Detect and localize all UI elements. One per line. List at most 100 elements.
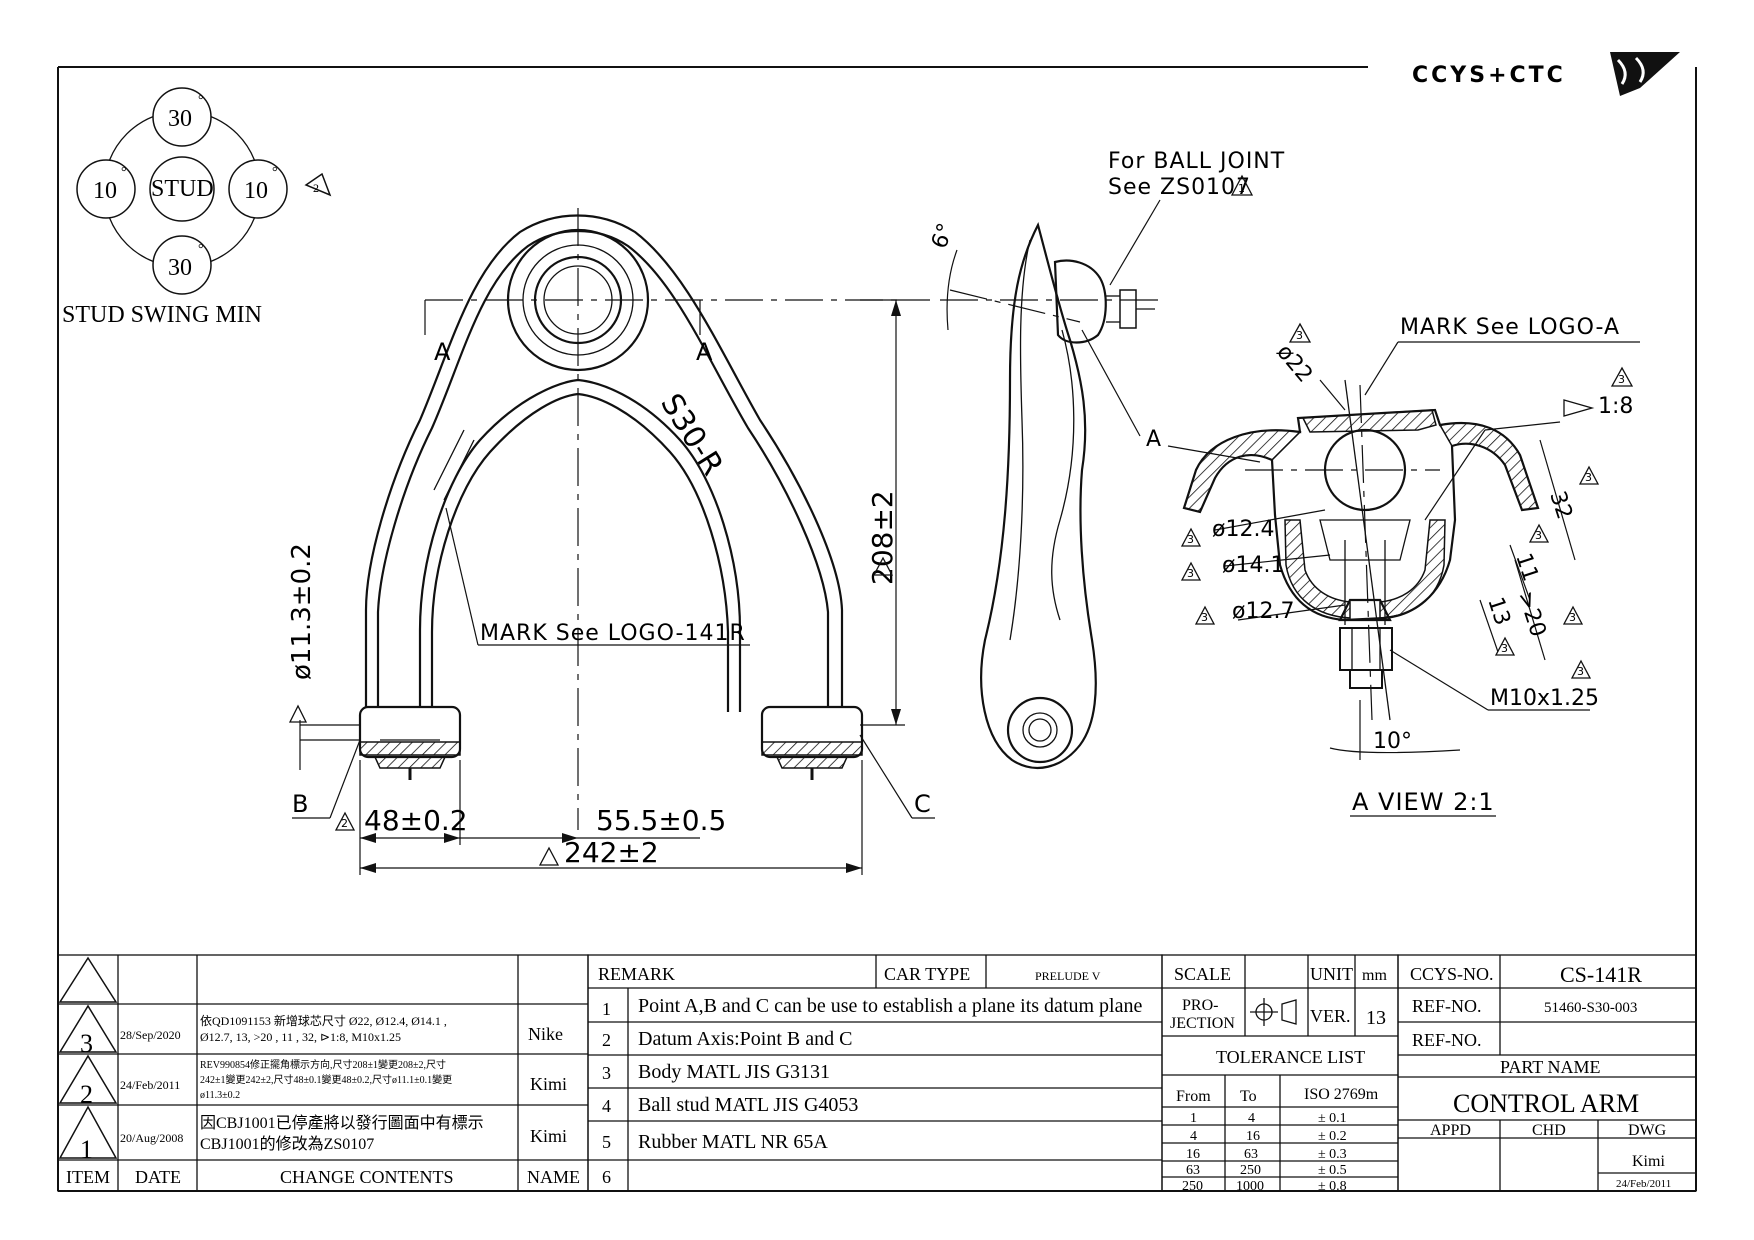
svg-text:因CBJ1001已停產將以發行圖面中有標示: 因CBJ1001已停產將以發行圖面中有標示 xyxy=(200,1114,484,1132)
svg-text:3: 3 xyxy=(1501,642,1508,655)
svg-text:20/Aug/2008: 20/Aug/2008 xyxy=(120,1131,183,1145)
svg-text:S30-R: S30-R xyxy=(653,388,730,482)
svg-text:ø12.7: ø12.7 xyxy=(1232,599,1294,624)
svg-text:SCALE: SCALE xyxy=(1174,964,1231,984)
svg-text:°: ° xyxy=(121,165,127,180)
svg-text:Kimi: Kimi xyxy=(530,1126,567,1146)
svg-text:mm: mm xyxy=(1362,967,1387,984)
svg-text:MARK See LOGO-141R: MARK See LOGO-141R xyxy=(480,621,746,646)
svg-text:PRELUDE V: PRELUDE V xyxy=(1035,969,1101,983)
svg-text:6: 6 xyxy=(602,1167,611,1187)
svg-text:PRO-: PRO- xyxy=(1182,997,1218,1014)
svg-text:48±0.2: 48±0.2 xyxy=(364,804,468,837)
svg-text:4: 4 xyxy=(602,1096,611,1116)
svg-text:13: 13 xyxy=(1482,594,1514,628)
svg-text:ø22: ø22 xyxy=(1271,340,1317,388)
svg-text:3: 3 xyxy=(1187,567,1194,580)
svg-text:3: 3 xyxy=(1535,529,1542,542)
svg-text:10: 10 xyxy=(244,178,268,204)
svg-text:1:8: 1:8 xyxy=(1598,394,1633,419)
svg-text:208±2: 208±2 xyxy=(866,490,899,585)
svg-text:CBJ1001的修改為ZS0107: CBJ1001的修改為ZS0107 xyxy=(200,1135,374,1153)
svg-text:± 0.1: ± 0.1 xyxy=(1318,1111,1347,1126)
svg-text:63: 63 xyxy=(1186,1163,1200,1178)
a-view: 10° A VIEW 2:1 MARK See LOGO-A ø22 3 1:8… xyxy=(1180,315,1640,817)
svg-text:± 0.3: ± 0.3 xyxy=(1318,1147,1347,1162)
svg-text:3: 3 xyxy=(1296,329,1303,342)
svg-text:CCYS-NO.: CCYS-NO. xyxy=(1410,964,1494,984)
svg-text:3: 3 xyxy=(1187,533,1194,546)
svg-text:B: B xyxy=(292,790,308,818)
svg-text:30: 30 xyxy=(168,106,192,132)
svg-text:Body MATL JIS G3131: Body MATL JIS G3131 xyxy=(638,1061,830,1083)
svg-text:DATE: DATE xyxy=(135,1167,181,1187)
svg-text:28/Sep/2020: 28/Sep/2020 xyxy=(120,1028,181,1042)
svg-text:VER.: VER. xyxy=(1310,1006,1351,1026)
svg-text:Kimi: Kimi xyxy=(1632,1153,1665,1170)
svg-text:STUD SWING MIN: STUD SWING MIN xyxy=(62,302,262,328)
svg-text:CCYS+CTC: CCYS+CTC xyxy=(1412,63,1566,88)
svg-text:Rubber MATL NR 65A: Rubber MATL NR 65A xyxy=(638,1131,828,1153)
stud-swing-diagram: 30 ° 30 ° 10 ° 10 ° STUD 2 STUD SWING MI… xyxy=(62,87,332,328)
svg-text:250: 250 xyxy=(1240,1163,1261,1178)
svg-text:ø11.3±0.2: ø11.3±0.2 xyxy=(287,543,317,680)
front-view: S30-R MARK See LOGO-141R A A 208±2 ø11.3… xyxy=(287,208,935,875)
svg-text:10: 10 xyxy=(93,178,117,204)
svg-text:3: 3 xyxy=(1201,611,1208,624)
svg-text:30: 30 xyxy=(168,255,192,281)
svg-text:3: 3 xyxy=(1618,373,1625,386)
svg-text:2: 2 xyxy=(80,1080,93,1109)
svg-text:For BALL JOINT: For BALL JOINT xyxy=(1108,149,1285,174)
svg-text:REF-NO.: REF-NO. xyxy=(1412,996,1482,1016)
svg-text:2: 2 xyxy=(313,181,319,195)
svg-text:Ball stud MATL JIS G4053: Ball stud MATL JIS G4053 xyxy=(638,1094,858,1116)
svg-text:ø12.4: ø12.4 xyxy=(1212,517,1274,542)
svg-text:M10x1.25: M10x1.25 xyxy=(1490,686,1599,711)
svg-text:250: 250 xyxy=(1182,1179,1203,1194)
svg-text:Ø12.7, 13, >20 , 11 , 32, ⊳1:8: Ø12.7, 13, >20 , 11 , 32, ⊳1:8, M10x1.25 xyxy=(200,1030,401,1044)
svg-text:16: 16 xyxy=(1186,1147,1200,1162)
svg-text:APPD: APPD xyxy=(1430,1122,1471,1139)
remark-table: REMARK CAR TYPE PRELUDE V 1 Point A,B an… xyxy=(587,954,1163,1192)
svg-text:°: ° xyxy=(198,93,204,108)
svg-text:63: 63 xyxy=(1244,1147,1258,1162)
svg-text:Nike: Nike xyxy=(528,1024,563,1044)
svg-text:24/Feb/2011: 24/Feb/2011 xyxy=(1616,1178,1671,1190)
svg-text:°: ° xyxy=(272,165,278,180)
svg-text:PART NAME: PART NAME xyxy=(1500,1057,1600,1077)
svg-text:A: A xyxy=(1146,427,1161,452)
svg-text:A VIEW 2:1: A VIEW 2:1 xyxy=(1352,788,1495,816)
svg-text:From: From xyxy=(1176,1088,1211,1105)
svg-text:Kimi: Kimi xyxy=(530,1074,567,1094)
svg-text:依QD1091153 新增球芯尺寸 Ø22, Ø12.4,: 依QD1091153 新增球芯尺寸 Ø22, Ø12.4, Ø14.1 , xyxy=(200,1013,447,1028)
svg-text:10°: 10° xyxy=(1373,729,1412,754)
title-block: CCYS-NO. CS-141R REF-NO. 51460-S30-003 R… xyxy=(1397,954,1697,1192)
svg-text:ISO 2769m: ISO 2769m xyxy=(1304,1086,1379,1103)
svg-text:3: 3 xyxy=(1585,471,1592,484)
svg-text:3: 3 xyxy=(80,1029,93,1058)
svg-text:± 0.2: ± 0.2 xyxy=(1318,1129,1347,1144)
svg-text:5: 5 xyxy=(602,1132,611,1152)
svg-text:A: A xyxy=(696,338,713,366)
svg-text:± 0.8: ± 0.8 xyxy=(1318,1179,1347,1194)
svg-text:1: 1 xyxy=(1190,1111,1197,1126)
svg-text:MARK See LOGO-A: MARK See LOGO-A xyxy=(1400,315,1620,340)
company-logo: CCYS+CTC xyxy=(1412,52,1680,96)
svg-text:REF-NO.: REF-NO. xyxy=(1412,1030,1482,1050)
svg-text:ø11.3±0.2: ø11.3±0.2 xyxy=(200,1090,240,1101)
svg-text:6°: 6° xyxy=(927,220,959,252)
svg-text:4: 4 xyxy=(1190,1129,1197,1144)
svg-text:24/Feb/2011: 24/Feb/2011 xyxy=(120,1078,180,1092)
svg-text:A: A xyxy=(434,338,451,366)
svg-text:11: 11 xyxy=(1510,550,1542,584)
revision-table: 3 28/Sep/2020 依QD1091153 新增球芯尺寸 Ø22, Ø12… xyxy=(57,954,589,1192)
svg-text:UNIT: UNIT xyxy=(1310,964,1353,984)
svg-text:JECTION: JECTION xyxy=(1170,1015,1235,1032)
svg-text:32: 32 xyxy=(1544,488,1576,522)
svg-text:CHD: CHD xyxy=(1532,1122,1566,1139)
svg-text:Point A,B and C can be use to: Point A,B and C can be use to establish … xyxy=(638,995,1142,1017)
svg-text:16: 16 xyxy=(1246,1129,1260,1144)
svg-text:51460-S30-003: 51460-S30-003 xyxy=(1544,1000,1637,1016)
side-view: 6° For BALL JOINT See ZS0107 1 A xyxy=(927,149,1285,769)
